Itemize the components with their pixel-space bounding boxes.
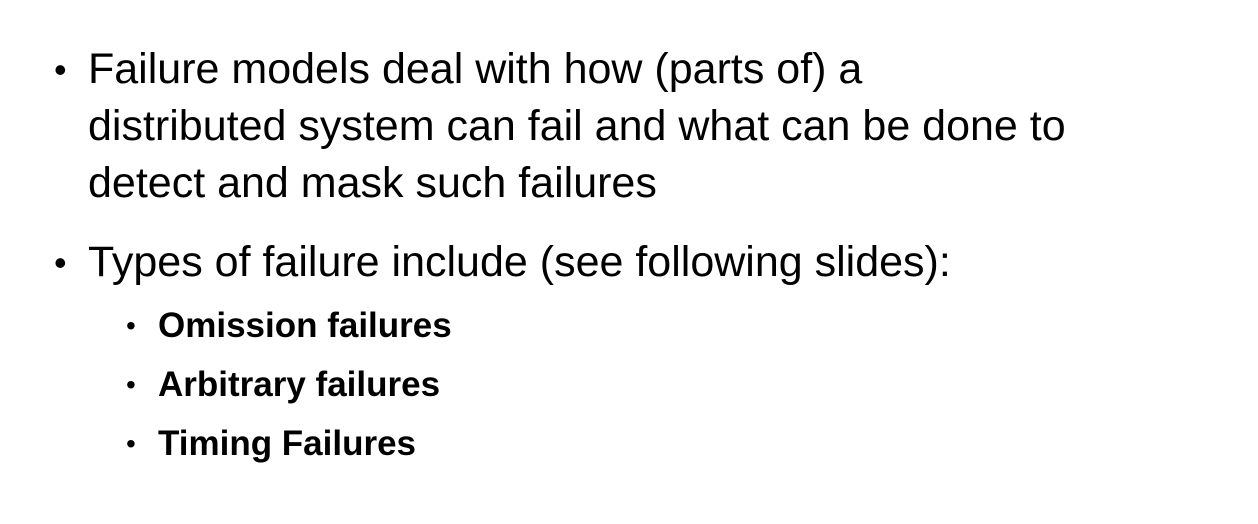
bullet-dot-icon: • xyxy=(54,242,67,283)
bullet-types-of-failure: • Types of failure include (see followin… xyxy=(54,234,951,291)
sub-bullet-timing: • Timing Failures xyxy=(126,421,417,467)
sub-bullet-text: Omission failures xyxy=(158,306,452,345)
bullet-text-line: detect and mask such failures xyxy=(88,159,657,207)
sub-bullet-arbitrary: • Arbitrary failures xyxy=(126,362,441,408)
sub-bullet-omission: • Omission failures xyxy=(126,303,452,349)
sub-bullet-text: Timing Failures xyxy=(158,424,417,463)
bullet-dot-icon: • xyxy=(54,49,67,90)
bullet-failure-models: • Failure models deal with how (parts of… xyxy=(54,41,1066,212)
bullet-text-line: distributed system can fail and what can… xyxy=(88,102,1066,150)
bullet-text-line: Types of failure include (see following … xyxy=(88,238,951,286)
sub-bullet-dot-icon: • xyxy=(126,428,136,459)
sub-bullet-text: Arbitrary failures xyxy=(158,365,441,404)
bullet-text-line: Failure models deal with how (parts of) … xyxy=(88,45,863,93)
sub-bullet-dot-icon: • xyxy=(126,369,136,400)
sub-bullet-dot-icon: • xyxy=(126,310,136,341)
